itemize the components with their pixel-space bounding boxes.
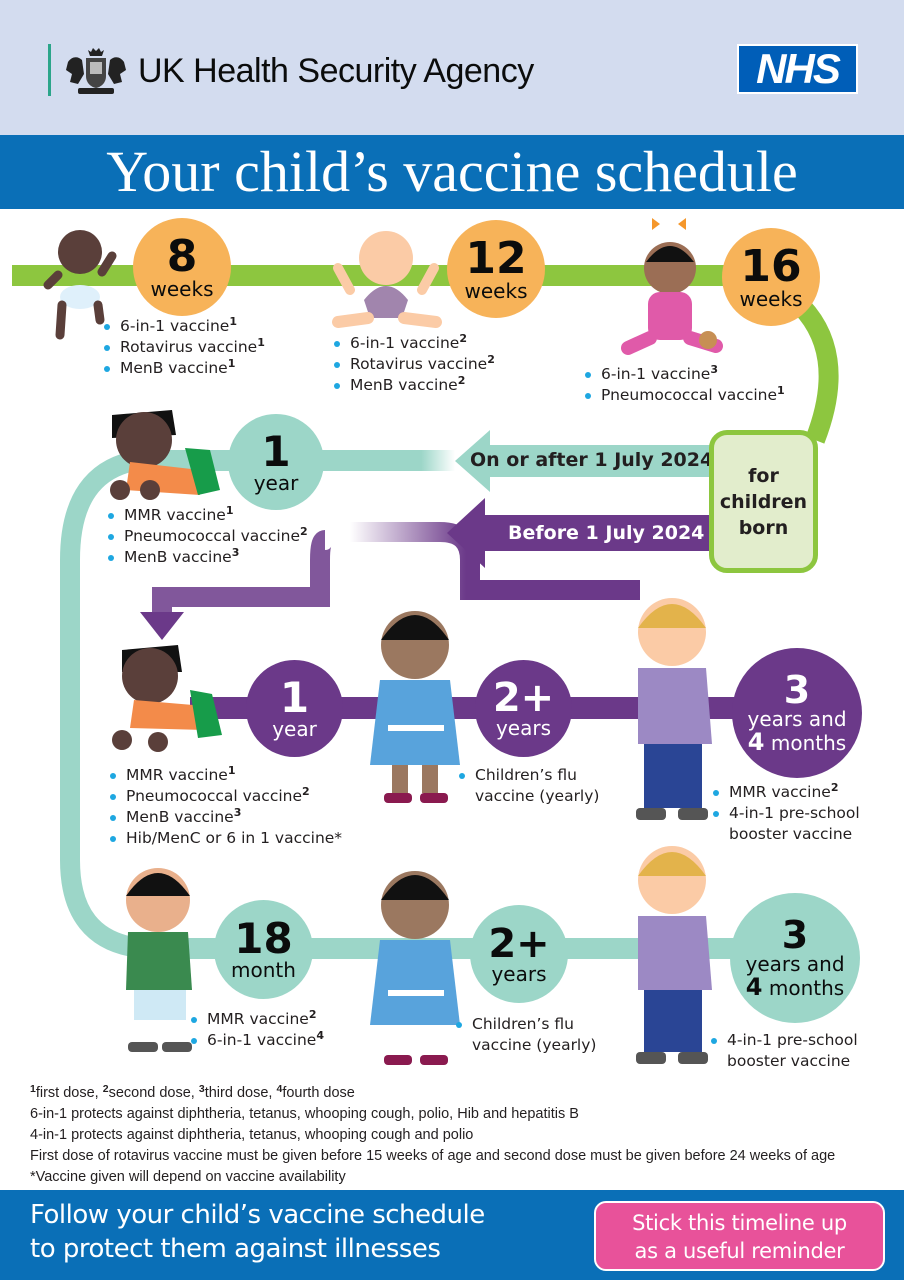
list-item: Hib/MenC or 6 in 1 vaccine* [108,828,342,849]
list-item: MMR vaccine1 [106,505,308,526]
list-item: MMR vaccine1 [108,765,342,786]
footnote-4-in-1: 4-in-1 protects against diphtheria, teta… [30,1127,474,1143]
ukhsa-accent-bar [48,44,51,96]
vaccine-list-new-18-month: MMR vaccine2 6-in-1 vaccine4 [189,1009,324,1051]
reminder-badge: Stick this timeline up as a useful remin… [594,1201,885,1271]
vaccine-list-new-2-years: Children’s flu vaccine (yearly) [454,1014,614,1056]
crawling-child-1-year-old [112,645,222,752]
list-item: MMR vaccine2 [189,1009,324,1030]
milestone-new-18-month: 18 month [214,900,313,999]
boy-18-month-illustration [126,868,192,1052]
crawling-child-1-year-new [110,410,220,500]
footnote-rotavirus: First dose of rotavirus vaccine must be … [30,1148,836,1164]
list-item: Rotavirus vaccine2 [332,354,495,375]
list-item: MenB vaccine1 [102,358,265,379]
list-item: MenB vaccine3 [106,547,308,568]
list-item: 6-in-1 vaccine1 [102,316,265,337]
girl-2-years-new-illustration [370,871,460,1065]
arrow-label-new-schedule: On or after 1 July 2024 [470,449,714,471]
footnotes: 1first dose, 2second dose, 3third dose, … [30,1083,835,1188]
milestone-8-weeks: 8 weeks [133,218,231,316]
list-item: 6-in-1 vaccine2 [332,333,495,354]
vaccine-list-new-1-year: MMR vaccine1 Pneumococcal vaccine2 MenB … [106,505,308,568]
list-item: MenB vaccine3 [108,807,342,828]
vaccine-list-old-1-year: MMR vaccine1 Pneumococcal vaccine2 MenB … [108,765,342,849]
page-title: Your child’s vaccine schedule [106,139,798,204]
list-item: MMR vaccine2 [711,782,891,803]
footnote-6-in-1: 6-in-1 protects against diphtheria, teta… [30,1106,579,1122]
royal-crest-icon [66,48,126,94]
title-band [0,135,904,209]
list-item: 4-in-1 pre-school booster vaccine [709,1030,889,1072]
list-item: Pneumococcal vaccine2 [106,526,308,547]
nhs-logo: NHS [737,44,858,94]
baby-16-weeks-illustration [621,218,723,355]
vaccine-list-12-weeks: 6-in-1 vaccine2 Rotavirus vaccine2 MenB … [332,333,495,396]
list-item: 4-in-1 pre-school booster vaccine [711,803,891,845]
vaccine-list-old-3-years: MMR vaccine2 4-in-1 pre-school booster v… [711,782,891,845]
footer-message: Follow your child’s vaccine schedule to … [30,1200,485,1264]
list-item: 6-in-1 vaccine3 [583,364,785,385]
vaccine-list-new-3-years: 4-in-1 pre-school booster vaccine [709,1030,889,1072]
footnote-availability: *Vaccine given will depend on vaccine av… [30,1169,346,1185]
agency-name: UK Health Security Agency [138,52,534,90]
boy-3-years-old-illustration [636,598,712,820]
boy-3-years-new-illustration [636,846,712,1064]
dose-legend: 1first dose, 2second dose, 3third dose, … [30,1083,355,1101]
list-item: Pneumococcal vaccine1 [583,385,785,406]
milestone-16-weeks: 16 weeks [722,228,820,326]
vaccine-list-old-2-years: Children’s flu vaccine (yearly) [457,765,617,807]
milestone-new-1-year: 1 year [228,414,324,510]
list-item: Children’s flu vaccine (yearly) [454,1014,614,1056]
baby-8-weeks-illustration [43,230,117,340]
baby-12-weeks-illustration [332,231,442,328]
milestone-old-3-years-4-months: 3 years and 4 months [732,648,862,778]
milestone-old-2-years: 2+ years [475,660,572,757]
list-item: 6-in-1 vaccine4 [189,1030,324,1051]
milestone-new-2-years: 2+ years [470,905,568,1003]
list-item: Pneumococcal vaccine2 [108,786,342,807]
list-item: MenB vaccine2 [332,375,495,396]
arrow-label-old-schedule: Before 1 July 2024 [508,522,705,544]
milestone-old-1-year: 1 year [246,660,343,757]
milestone-new-3-years-4-months: 3 years and 4 months [730,893,860,1023]
list-item: Children’s flu vaccine (yearly) [457,765,617,807]
vaccine-list-8-weeks: 6-in-1 vaccine1 Rotavirus vaccine1 MenB … [102,316,265,379]
list-item: Rotavirus vaccine1 [102,337,265,358]
milestone-12-weeks: 12 weeks [447,220,545,318]
girl-2-years-old-illustration [370,611,460,803]
vaccine-list-16-weeks: 6-in-1 vaccine3 Pneumococcal vaccine1 [583,364,785,406]
children-born-box: for children born [709,430,818,573]
